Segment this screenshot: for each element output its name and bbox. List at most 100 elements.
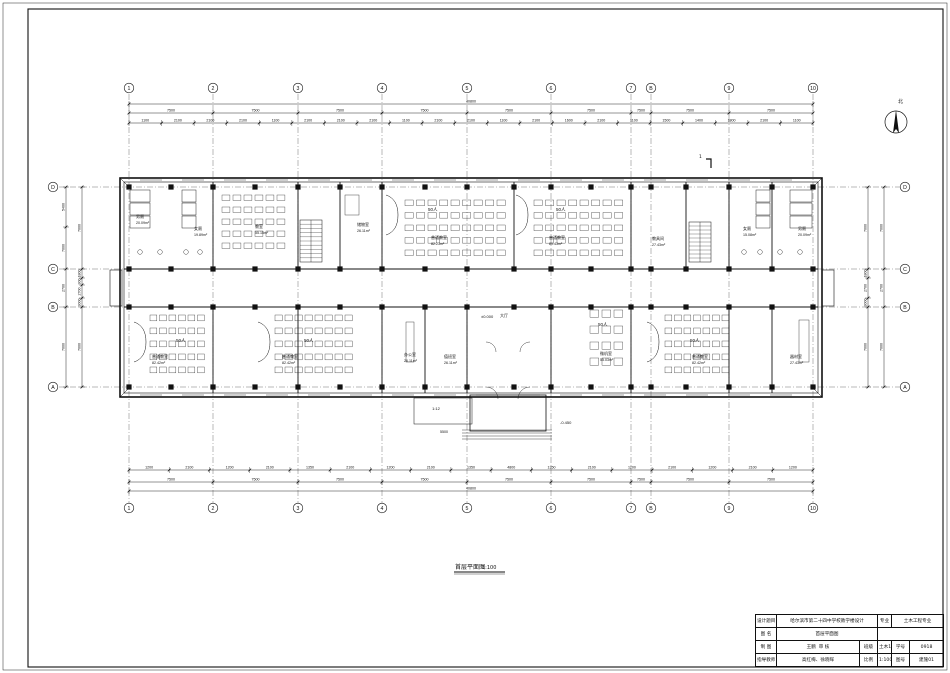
room-name: 值班室 — [444, 353, 456, 359]
structural-column — [683, 384, 689, 390]
title-block: 设计题目 哈尔滨市第二十四中学校教学楼设计 专业 土木工程专业 图 名 首层平面… — [755, 614, 945, 667]
room-name: 普通教室 — [549, 234, 565, 240]
desk — [168, 314, 177, 322]
dim-right-outer-text: 7000 — [879, 224, 883, 232]
room-area: 82.42m² — [282, 361, 296, 365]
desk — [664, 327, 673, 335]
axis-bubble — [376, 82, 388, 94]
structural-column — [769, 384, 775, 390]
structural-column — [337, 184, 343, 190]
desk — [533, 249, 543, 256]
structural-column — [210, 384, 216, 390]
desk — [276, 242, 286, 249]
podium-curve — [257, 321, 271, 363]
tb-design-topic: 哈尔滨市第二十四中学校教学楼设计 — [775, 614, 879, 628]
room-area: 27.43m² — [652, 243, 666, 247]
room-capacity: 50人 — [304, 338, 314, 343]
dim-sub-bottom-text: 2100 — [668, 465, 676, 469]
dim-sub-top-tick — [615, 121, 620, 125]
tb-drawing-name-label: 图 名 — [755, 627, 777, 641]
desk — [149, 366, 158, 374]
dim-sub-top-tick — [257, 121, 261, 125]
dim-sub-top-text: 1100 — [272, 118, 280, 122]
desk — [693, 366, 701, 374]
structural-column — [511, 304, 517, 310]
dim-sub-top-text: 1100 — [793, 118, 801, 122]
room-name: 教室 — [255, 223, 263, 229]
dim-sub-top-text: 1600 — [565, 118, 573, 122]
desk — [284, 340, 293, 348]
dim-left-outer-tick — [64, 267, 68, 271]
dim-sub-top-text: 1100 — [141, 118, 149, 122]
axis-bubble — [207, 82, 219, 94]
dim-sub-bottom-text: 4800 — [507, 465, 515, 469]
desk — [274, 314, 283, 322]
desk — [334, 340, 343, 348]
dim-left-inner-tick — [80, 283, 84, 287]
dim-sub-top-text: 2100 — [369, 118, 377, 122]
structural-column — [422, 304, 428, 310]
dim-left-inner-text: 300 — [77, 279, 81, 285]
desk — [324, 327, 333, 335]
tb-grade-label: 班级 — [858, 640, 879, 654]
exterior-wall — [119, 177, 823, 398]
desk — [416, 212, 425, 219]
axis-label: 2 — [212, 506, 215, 512]
dim-sub-top-tick — [583, 121, 587, 125]
tb-ratio-value: 1:100 — [877, 653, 893, 667]
desk — [601, 309, 611, 318]
room-area: 26.11m² — [404, 359, 418, 363]
north-arrow: 北 — [884, 98, 908, 134]
desk — [187, 353, 196, 361]
axis-label: 4 — [381, 506, 384, 512]
room-area: 20.09m² — [798, 233, 812, 237]
dim-bays-bottom-text: 7500 — [686, 477, 694, 481]
axis-label: B — [903, 305, 907, 311]
desk — [674, 366, 682, 374]
desk — [294, 314, 303, 322]
desk — [254, 194, 264, 201]
structural-column — [548, 384, 554, 390]
desk — [683, 366, 692, 374]
axis-label: C — [51, 267, 55, 273]
structural-column — [769, 304, 775, 310]
entrance-door-swing — [485, 386, 531, 400]
dim-sub-bottom-tick — [328, 468, 332, 472]
desk — [473, 199, 483, 206]
axis-bubble — [723, 502, 735, 514]
podium-curve — [385, 194, 399, 236]
desk — [314, 366, 323, 374]
desk — [178, 353, 186, 361]
storage-shelf — [798, 319, 810, 363]
dim-left-outer-text: 2700 — [61, 284, 65, 292]
desk — [427, 212, 437, 219]
dim-overall-top-tick — [811, 102, 815, 106]
structural-column — [548, 266, 554, 272]
dim-sub-bottom-text: 2100 — [185, 465, 193, 469]
desk — [344, 366, 353, 374]
structural-column — [379, 266, 385, 272]
desk — [416, 199, 425, 206]
dim-sub-top-tick — [127, 121, 131, 125]
dim-left-inner-text: 7000 — [77, 343, 81, 351]
dim-sub-bottom-text: 1200 — [226, 465, 234, 469]
inner-frame — [27, 8, 944, 668]
dim-left-outer-text: 7000 — [61, 244, 65, 252]
desk — [344, 353, 353, 361]
dim-sub-bottom-text: 2100 — [427, 465, 435, 469]
desk — [591, 224, 600, 231]
axis-bubble — [207, 502, 219, 514]
desk — [462, 199, 471, 206]
axis-label: 3 — [297, 506, 300, 512]
desk — [693, 340, 701, 348]
dim-sub-bottom-tick — [569, 468, 574, 472]
axis-bubble — [123, 82, 135, 94]
desk — [683, 327, 692, 335]
dim-right-inner-tick — [866, 305, 870, 309]
desk — [602, 199, 612, 206]
axis-label: 2 — [212, 86, 215, 92]
structural-column — [210, 304, 216, 310]
desk — [304, 353, 313, 361]
dim-sub-top-text: 1100 — [402, 118, 410, 122]
room-area: 15.08m² — [743, 233, 757, 237]
